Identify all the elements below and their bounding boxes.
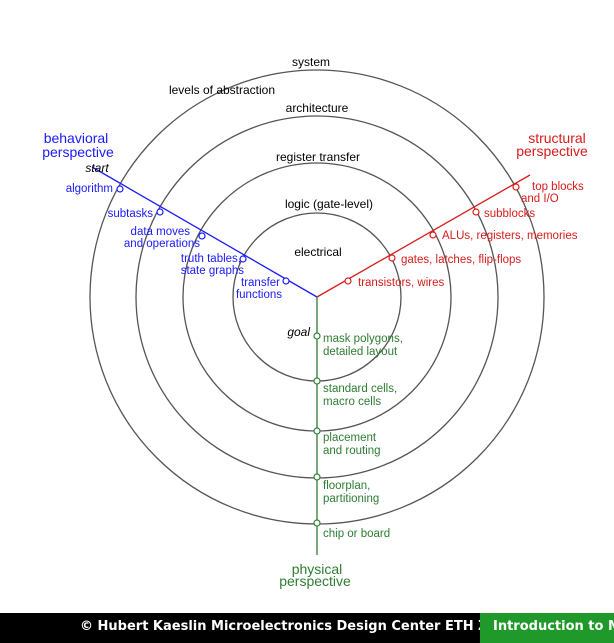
physical-marker-2 bbox=[313, 377, 321, 385]
physical-item-cells-2: macro cells bbox=[323, 396, 381, 408]
level-register-transfer: register transfer bbox=[276, 150, 360, 164]
structural-marker-1 bbox=[512, 183, 520, 191]
structural-marker-5 bbox=[344, 277, 352, 285]
behavioral-axis bbox=[91, 166, 318, 298]
structural-marker-3 bbox=[429, 231, 437, 239]
level-logic: logic (gate-level) bbox=[285, 197, 373, 211]
physical-marker-4 bbox=[313, 473, 321, 481]
structural-axis bbox=[316, 174, 531, 298]
behavioral-marker-1 bbox=[116, 185, 124, 193]
footer-course-tab: Introduction to Micro bbox=[480, 613, 614, 643]
physical-item-floorplan-1: floorplan, bbox=[323, 480, 370, 492]
physical-item-chip: chip or board bbox=[323, 528, 390, 540]
structural-item-top-blocks-1: top blocks bbox=[532, 181, 584, 193]
behavioral-item-truth-tables-2: state graphs bbox=[181, 265, 245, 277]
structural-item-alus: ALUs, registers, memories bbox=[442, 230, 578, 242]
behavioral-title-line-2: perspective bbox=[42, 144, 114, 160]
physical-item-placement-1: placement bbox=[323, 432, 377, 444]
level-electrical: electrical bbox=[294, 245, 341, 259]
structural-item-top-blocks-2: and I/O bbox=[521, 193, 559, 205]
structural-item-subblocks: subblocks bbox=[484, 208, 535, 220]
physical-title-line-2: perspective bbox=[279, 573, 351, 589]
physical-marker-3 bbox=[313, 427, 321, 435]
behavioral-item-data-moves-2: and operations bbox=[124, 238, 200, 250]
behavioral-marker-3 bbox=[198, 232, 206, 240]
structural-marker-4 bbox=[388, 254, 396, 262]
physical-item-floorplan-2: partitioning bbox=[323, 493, 379, 505]
behavioral-marker-4 bbox=[239, 255, 247, 263]
behavioral-marker-2 bbox=[156, 208, 164, 216]
y-chart-diagram: system levels of abstraction architectur… bbox=[42, 55, 588, 589]
footer-bar: © Hubert Kaeslin Microelectronics Design… bbox=[0, 613, 614, 643]
behavioral-marker-5 bbox=[282, 277, 290, 285]
structural-title-line-1: structural bbox=[528, 130, 586, 146]
physical-marker-5 bbox=[313, 519, 321, 527]
physical-goal-label: goal bbox=[287, 325, 310, 339]
structural-item-gates: gates, latches, flip-flops bbox=[401, 254, 521, 266]
behavioral-item-truth-tables-1: truth tables, bbox=[181, 253, 241, 265]
physical-item-mask-2: detailed layout bbox=[323, 346, 398, 358]
structural-marker-2 bbox=[472, 208, 480, 216]
physical-item-cells-1: standard cells, bbox=[323, 383, 397, 395]
level-architecture: architecture bbox=[286, 101, 349, 115]
behavioral-title-line-1: behavioral bbox=[44, 130, 109, 146]
behavioral-item-algorithm: algorithm bbox=[66, 183, 113, 195]
structural-title-line-2: perspective bbox=[516, 143, 588, 159]
behavioral-item-transfer-2: functions bbox=[236, 289, 282, 301]
behavioral-item-transfer-1: transfer bbox=[241, 277, 280, 289]
physical-item-placement-2: and routing bbox=[323, 445, 381, 457]
physical-title-line-1: physical bbox=[292, 561, 343, 577]
footer-credit: © Hubert Kaeslin Microelectronics Design… bbox=[80, 619, 525, 634]
level-system: system bbox=[292, 55, 330, 69]
behavioral-start-label: start bbox=[85, 161, 109, 175]
physical-item-mask-1: mask polygons, bbox=[323, 333, 403, 345]
structural-item-transistors: transistors, wires bbox=[358, 277, 445, 289]
behavioral-item-subtasks: subtasks bbox=[108, 208, 154, 220]
physical-marker-1 bbox=[313, 332, 321, 340]
behavioral-item-data-moves-1: data moves bbox=[131, 226, 191, 238]
level-abstraction: levels of abstraction bbox=[169, 83, 275, 97]
